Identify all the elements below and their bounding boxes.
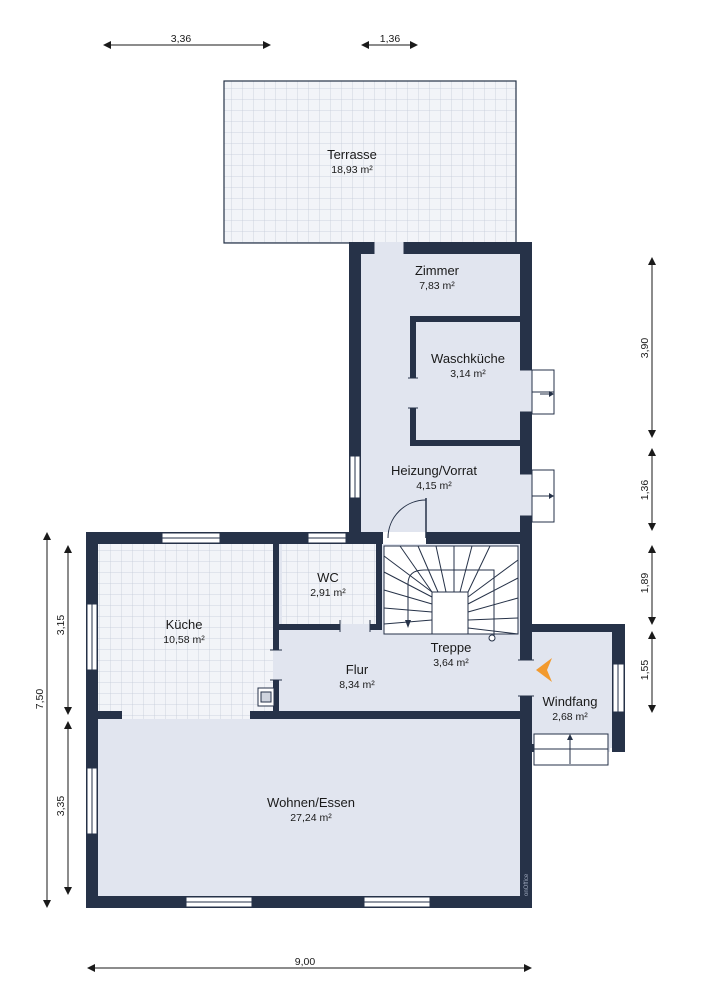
dim-top-right: 1,36 (380, 33, 401, 45)
room-name-wohnen: Wohnen/Essen (267, 795, 355, 810)
dim-right-1: 3,90 (639, 338, 651, 359)
room-area-terrasse: 18,93 m² (331, 164, 373, 176)
room-name-windfang: Windfang (543, 694, 598, 709)
staircase (383, 545, 519, 642)
room-name-treppe: Treppe (431, 640, 472, 655)
dim-left-upper: 3,15 (55, 615, 67, 636)
dim-bottom: 9,00 (295, 956, 316, 968)
room-name-waschkueche: Waschküche (431, 351, 505, 366)
dimension-labels: 3,36 1,36 3,90 1,36 1,89 1,55 7,50 3,15 … (34, 33, 651, 968)
stair-direction-arrow-icon (405, 620, 411, 628)
room-area-wc: 2,91 m² (310, 587, 346, 599)
stove-icon (257, 687, 275, 707)
entrance-arrow-icon (536, 658, 552, 682)
room-labels: Terrasse 18,93 m² Zimmer 7,83 m² Waschkü… (163, 147, 597, 824)
room-area-treppe: 3,64 m² (433, 657, 469, 669)
room-name-flur: Flur (346, 662, 369, 677)
dim-left-lower: 3,35 (55, 796, 67, 817)
dim-right-4: 1,55 (639, 660, 651, 681)
dim-top-left: 3,36 (171, 33, 192, 45)
room-name-wc: WC (317, 570, 339, 585)
dim-right-3: 1,89 (639, 573, 651, 594)
watermark: onOffice (524, 873, 530, 896)
dimension-lines (43, 41, 656, 972)
room-area-waschkueche: 3,14 m² (450, 368, 486, 380)
room-area-kueche: 10,58 m² (163, 634, 205, 646)
room-area-flur: 8,34 m² (339, 679, 375, 691)
windows (86, 455, 625, 908)
room-name-kueche: Küche (166, 617, 203, 632)
room-area-wohnen: 27,24 m² (290, 812, 332, 824)
room-name-terrasse: Terrasse (327, 147, 377, 162)
room-name-heizung: Heizung/Vorrat (391, 463, 477, 478)
doors (122, 242, 610, 766)
room-area-heizung: 4,15 m² (416, 480, 452, 492)
room-name-zimmer: Zimmer (415, 263, 460, 278)
terrace (223, 80, 517, 244)
dim-right-2: 1,36 (639, 480, 651, 501)
room-area-zimmer: 7,83 m² (419, 280, 455, 292)
dim-left-total: 7,50 (34, 689, 46, 710)
kitchen-tiled-floor (98, 544, 276, 714)
room-area-windfang: 2,68 m² (552, 711, 588, 723)
